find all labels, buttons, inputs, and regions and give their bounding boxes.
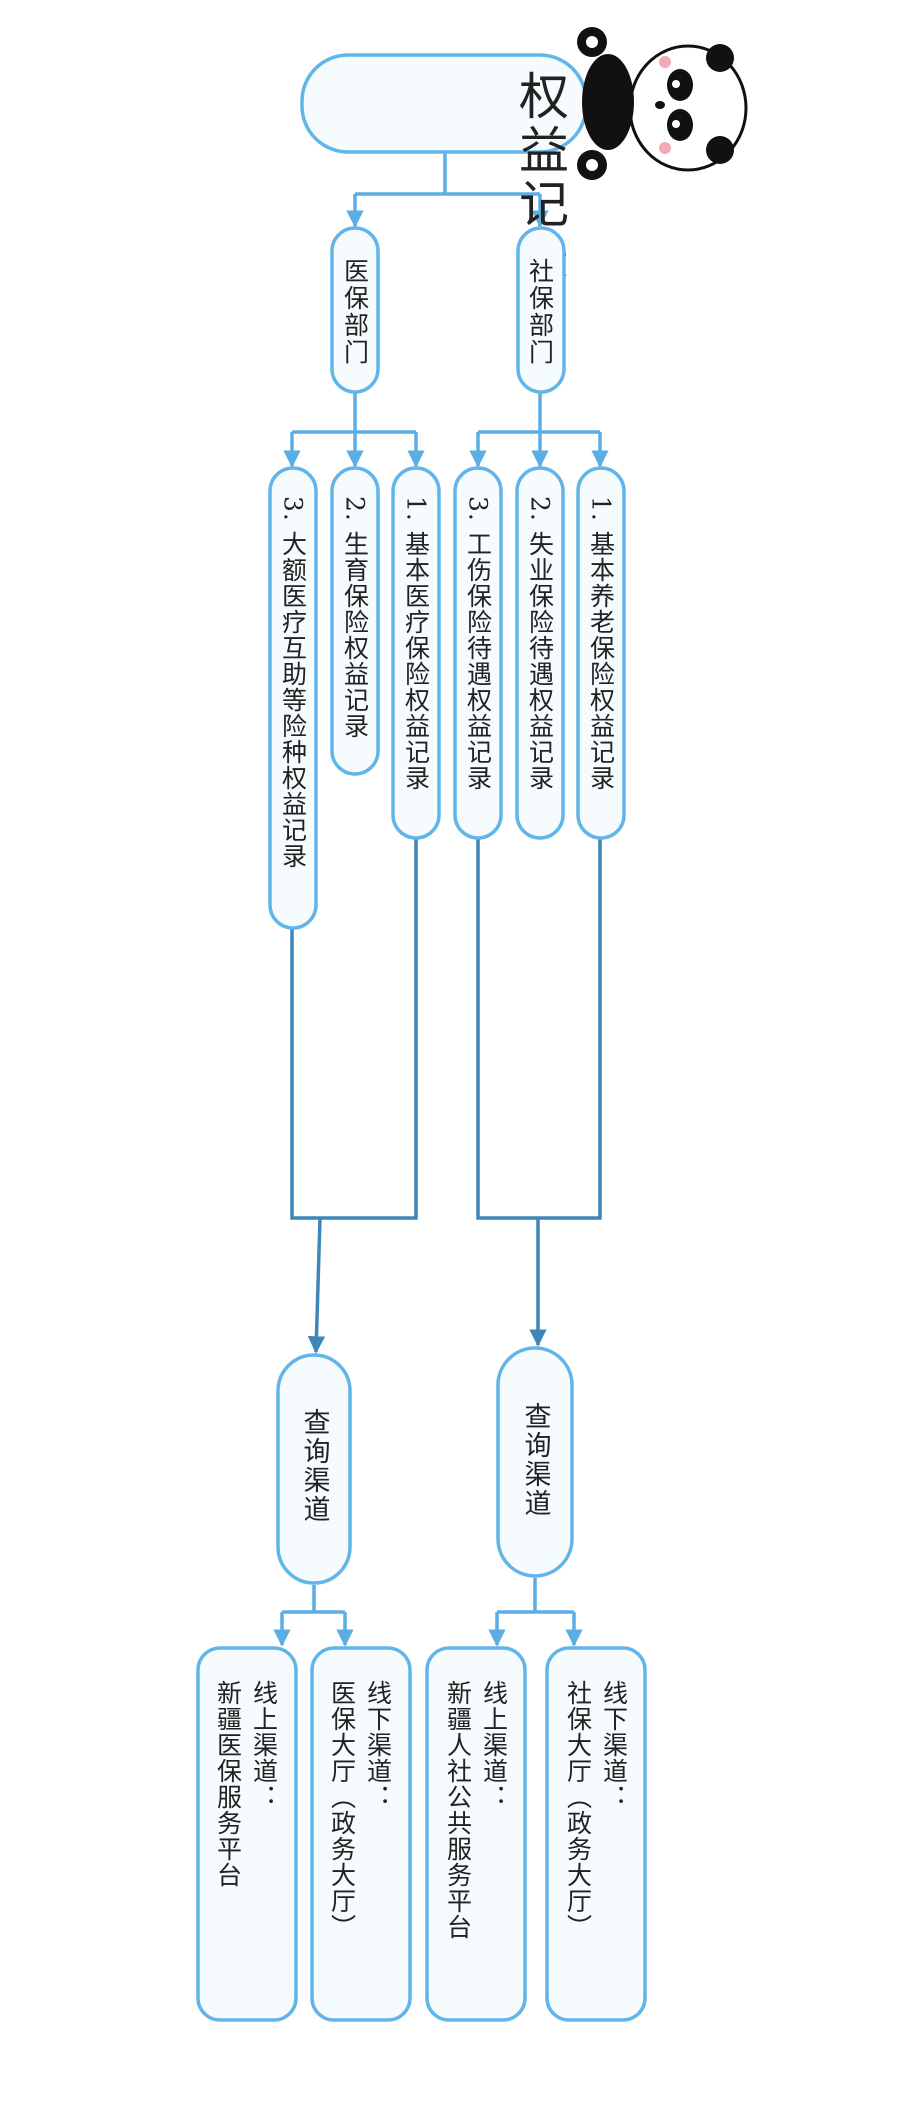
connectors-items	[283, 392, 609, 468]
panda-icon	[577, 27, 748, 180]
channel-label-medical: 查询渠道	[299, 1408, 331, 1524]
item-box-medical-1	[391, 466, 441, 840]
connectors-leaves	[273, 1578, 583, 1647]
item-label-social-1: 1. 基本养老保险权益记录	[587, 496, 616, 791]
dept-label-social: 社保部门	[526, 258, 555, 366]
item-label-social-2: 2. 失业保险待遇权益记录	[526, 496, 555, 791]
connectors-channels	[290, 838, 602, 1354]
leaf-label-medical-online: 线上渠道：	[250, 1680, 279, 1810]
item-box-social-1	[576, 466, 626, 840]
channel-label-social: 查询渠道	[520, 1402, 552, 1518]
channel-box-medical	[276, 1353, 352, 1585]
item-label-medical-2: 2. 生育保险权益记录	[341, 496, 370, 739]
connectors-title	[346, 152, 549, 228]
item-box-medical-3	[268, 466, 318, 930]
item-label-social-3: 3. 工伤保险待遇权益记录	[464, 496, 493, 791]
leaf-label-medical-offline: 线下渠道：	[364, 1680, 393, 1810]
leaf-box-social-offline	[545, 1646, 647, 2022]
dept-label-medical: 医保部门	[341, 258, 370, 366]
item-box-social-2	[515, 466, 565, 840]
dept-box-medical	[330, 226, 380, 394]
leaf-value-medical-offline: 医保大厅（政务大厅）	[328, 1680, 357, 1940]
item-box-social-3	[453, 466, 503, 840]
channel-box-social	[496, 1346, 574, 1578]
item-box-medical-2	[330, 466, 380, 776]
leaf-label-social-online: 线上渠道：	[480, 1680, 509, 1810]
leaf-value-social-online: 新疆人社公共服务平台	[444, 1680, 473, 1940]
leaf-box-medical-offline	[310, 1646, 412, 2022]
leaf-label-social-offline: 线下渠道：	[600, 1680, 629, 1810]
leaf-box-medical-online	[196, 1646, 298, 2022]
dept-box-social	[516, 226, 566, 394]
leaf-box-social-online	[425, 1646, 527, 2022]
item-label-medical-3: 3. 大额医疗互助等险种权益记录	[279, 496, 308, 869]
leaf-value-social-offline: 社保大厅（政务大厅）	[564, 1680, 593, 1940]
item-label-medical-1: 1. 基本医疗保险权益记录	[402, 496, 431, 791]
leaf-value-medical-online: 新疆医保服务平台	[214, 1680, 243, 1888]
